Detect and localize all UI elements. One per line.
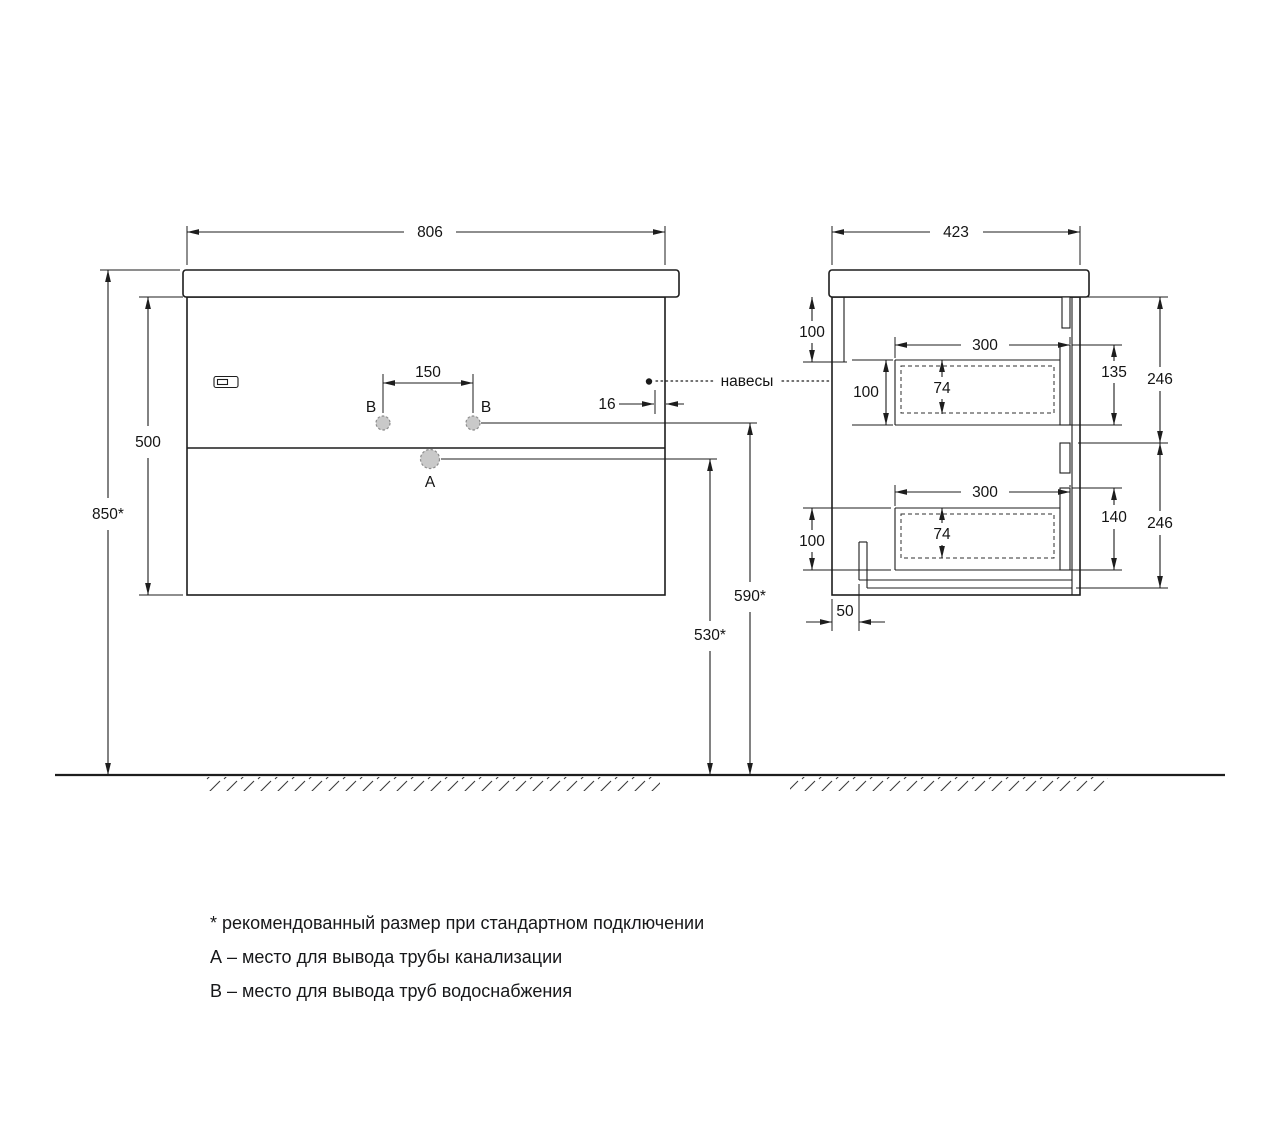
bottom-recess <box>858 541 1072 589</box>
dim-hanger-zone-100: 100 <box>799 324 825 341</box>
label-b-right: В <box>481 399 491 416</box>
dim-upper-front-135: 135 <box>1101 364 1127 381</box>
floor <box>55 773 1225 791</box>
notes: * рекомендованный размер при стандартном… <box>210 913 704 1001</box>
dim-upper-depth-300: 300 <box>972 337 998 354</box>
dim-lower-back-100: 100 <box>799 533 825 550</box>
dim-lower-front-140: 140 <box>1101 509 1127 526</box>
dim-recess-50: 50 <box>836 603 854 620</box>
dim-drain-height-530: 530* <box>694 627 726 644</box>
lower-drawer-front <box>1059 487 1071 571</box>
callout-hangers: навесы <box>721 373 774 390</box>
dim-lower-section-246: 246 <box>1147 515 1173 532</box>
cabinet-side-body <box>831 296 1081 596</box>
top-rail-notch <box>1061 296 1071 329</box>
floor-hatch-left <box>205 777 660 791</box>
dim-width-806: 806 <box>417 224 443 241</box>
lower-drawer-box-dashed <box>900 513 1055 559</box>
countertop-side <box>828 269 1090 298</box>
dim-body-height-500: 500 <box>135 434 161 451</box>
dim-lower-inner-74: 74 <box>933 526 951 543</box>
hanger-plate-slot <box>216 378 229 386</box>
label-a: А <box>425 474 436 491</box>
supply-hole-left <box>375 415 391 431</box>
floor-hatch-right <box>790 777 1108 791</box>
upper-drawer-box-dashed <box>900 365 1055 414</box>
supply-hole-right <box>465 415 481 431</box>
dim-upper-inner-74: 74 <box>933 380 951 397</box>
note-b-supply: В – место для вывода труб водоснабжения <box>210 981 572 1001</box>
dim-lower-depth-300: 300 <box>972 484 998 501</box>
hanger-pin-front <box>645 378 653 385</box>
cabinet-front-body <box>186 296 666 596</box>
dim-upper-back-100: 100 <box>853 384 879 401</box>
front-view <box>182 269 680 596</box>
note-recommended: * рекомендованный размер при стандартном… <box>210 913 704 933</box>
note-a-drain: А – место для вывода трубы канализации <box>210 947 562 967</box>
countertop-front <box>182 269 680 298</box>
upper-drawer <box>894 344 1072 426</box>
middle-rail <box>1059 442 1071 474</box>
dim-supply-height-590: 590* <box>734 588 766 605</box>
drain-hole <box>419 448 441 470</box>
dim-spacing-150: 150 <box>415 364 441 381</box>
dim-overall-height-850: 850* <box>92 506 124 523</box>
upper-drawer-front <box>1059 344 1071 426</box>
front-dimensions: 806 850* 500 150 В В А 16 навесы <box>92 224 879 775</box>
label-b-left: В <box>366 399 376 416</box>
side-view <box>828 269 1090 596</box>
side-dimensions: 423 100 300 74 100 135 246 <box>799 224 1173 631</box>
dim-upper-section-246: 246 <box>1147 371 1173 388</box>
dim-offset-16: 16 <box>598 396 615 413</box>
lower-drawer <box>894 487 1072 571</box>
dim-depth-423: 423 <box>943 224 969 241</box>
